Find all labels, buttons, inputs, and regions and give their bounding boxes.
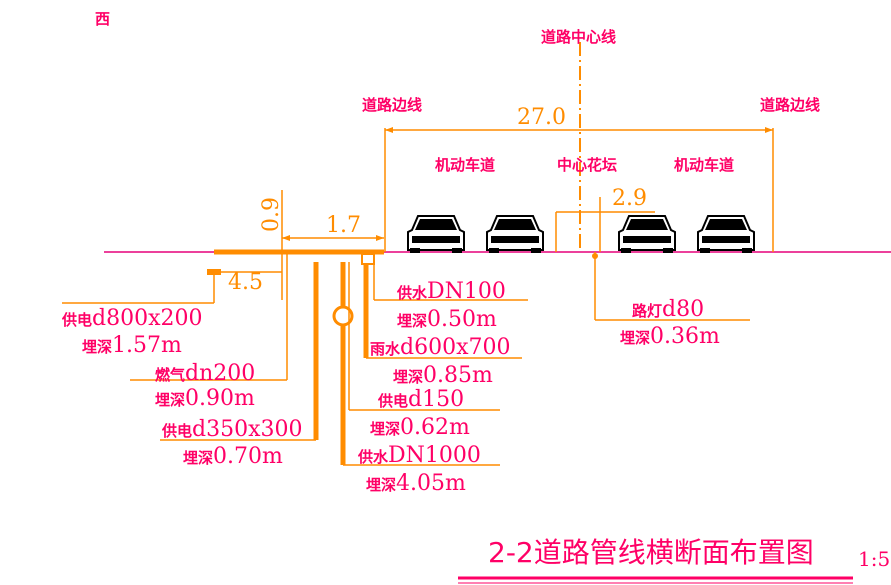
svg-text:路灯d80: 路灯d80 — [632, 297, 704, 322]
rain-pipe-symbol — [361, 253, 375, 265]
median-width-label: 2.9 — [612, 186, 647, 211]
pipe-label-power-1: 供电d800x200 埋深1.57m — [61, 306, 203, 358]
pipe-label-streetlight: 路灯d80 埋深0.36m — [620, 297, 720, 349]
compass-label: 西 — [95, 10, 110, 28]
svg-text:埋深0.90m: 埋深0.90m — [155, 386, 255, 411]
svg-text:雨水d600x700: 雨水d600x700 — [370, 335, 511, 360]
drawing-title: 2-2道路管线横断面布置图 — [488, 536, 814, 569]
car-icon — [697, 215, 755, 253]
pipe-label-rain: 雨水d600x700 埋深0.85m — [370, 335, 511, 388]
svg-text:埋深0.70m: 埋深0.70m — [183, 444, 283, 469]
svg-text:供电d150: 供电d150 — [377, 387, 464, 412]
drawing-scale: 1:5 — [858, 547, 890, 571]
pipe-label-power-3: 供电d150 埋深0.62m — [370, 387, 470, 440]
svg-text:埋深0.36m: 埋深0.36m — [620, 324, 720, 349]
svg-text:燃气dn200: 燃气dn200 — [155, 361, 255, 386]
lane-label-left: 机动车道 — [435, 156, 495, 174]
edge-label-left: 道路边线 — [362, 96, 422, 114]
pipe-label-water-2: 供水DN1000 埋深4.05m — [357, 443, 481, 496]
svg-text:埋深4.05m: 埋深4.05m — [366, 471, 466, 496]
pipe-label-water-1: 供水DN100 埋深0.50m — [396, 279, 506, 332]
car-icon — [407, 215, 465, 253]
svg-text:供电d800x200: 供电d800x200 — [61, 306, 203, 331]
svg-text:埋深1.57m: 埋深1.57m — [82, 333, 182, 358]
centerline-label: 道路中心线 — [541, 28, 616, 46]
total-width-label: 27.0 — [517, 105, 566, 130]
car-icon — [486, 215, 544, 253]
edge-label-right: 道路边线 — [760, 96, 820, 114]
pipe-label-gas: 燃气dn200 埋深0.90m — [155, 361, 255, 411]
svg-text:供水DN100: 供水DN100 — [396, 279, 506, 304]
svg-text:埋深0.85m: 埋深0.85m — [393, 363, 493, 388]
pipe-label-power-2: 供电d350x300 埋深0.70m — [161, 417, 303, 469]
svg-text:埋深0.50m: 埋深0.50m — [397, 307, 497, 332]
lane-label-middle: 中心花坛 — [557, 156, 617, 174]
water-main-symbol — [332, 305, 354, 327]
svg-text:埋深0.62m: 埋深0.62m — [370, 415, 470, 440]
power-duct-symbol — [207, 269, 221, 275]
dim-4-5-label: 4.5 — [228, 270, 263, 295]
dim-0-9-label: 0.9 — [259, 197, 284, 232]
streetlight-symbol — [592, 253, 598, 259]
car-icon — [618, 215, 676, 253]
dim-1-7-label: 1.7 — [326, 213, 361, 238]
lane-label-right: 机动车道 — [674, 156, 734, 174]
svg-text:供电d350x300: 供电d350x300 — [161, 417, 303, 442]
svg-text:供水DN1000: 供水DN1000 — [357, 443, 481, 468]
